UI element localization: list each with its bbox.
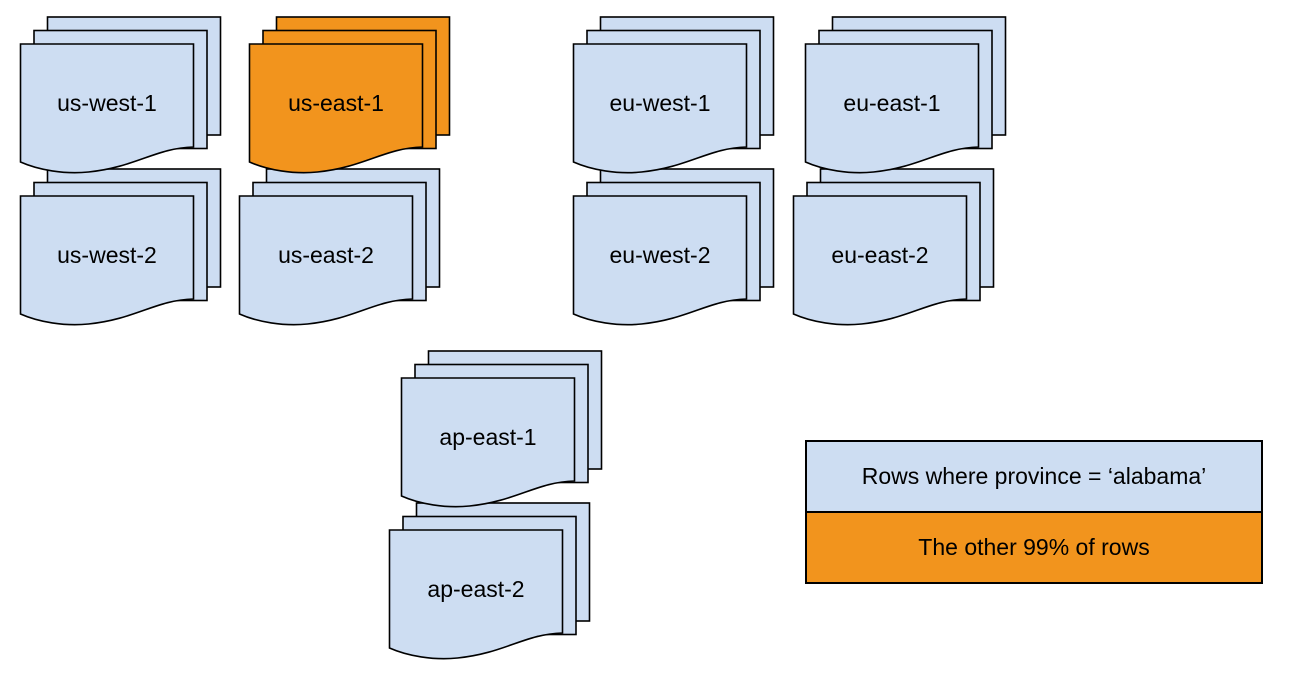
doc-stack-ap-east-1: ap-east-1 — [400, 350, 603, 512]
region-label: eu-east-1 — [843, 89, 941, 116]
doc-stack-eu-west-1: eu-west-1 — [572, 16, 775, 178]
region-label: eu-west-2 — [609, 241, 711, 268]
region-label: ap-east-1 — [439, 423, 537, 450]
doc-stack-eu-east-2: eu-east-2 — [792, 168, 995, 330]
region-label: eu-west-1 — [609, 89, 711, 116]
legend-label-alabama: Rows where province = ‘alabama’ — [861, 463, 1207, 489]
legend-row-alabama: Rows where province = ‘alabama’ — [807, 442, 1261, 511]
doc-stack-us-west-2: us-west-2 — [19, 168, 222, 330]
legend-row-other-rows: The other 99% of rows — [807, 511, 1261, 582]
doc-stack-eu-west-2: eu-west-2 — [572, 168, 775, 330]
region-label: us-east-1 — [288, 89, 384, 116]
region-label: us-west-2 — [57, 241, 157, 268]
doc-stack-eu-east-1: eu-east-1 — [804, 16, 1007, 178]
region-label: us-west-1 — [57, 89, 157, 116]
legend-label-other-rows: The other 99% of rows — [918, 534, 1150, 560]
region-label: eu-east-2 — [831, 241, 929, 268]
doc-stack-us-west-1: us-west-1 — [19, 16, 222, 178]
region-label: ap-east-2 — [427, 575, 525, 602]
doc-stack-us-east-1: us-east-1 — [248, 16, 451, 178]
doc-stack-ap-east-2: ap-east-2 — [388, 502, 591, 664]
doc-stack-us-east-2: us-east-2 — [238, 168, 441, 330]
legend: Rows where province = ‘alabama’ The othe… — [805, 440, 1263, 584]
region-label: us-east-2 — [278, 241, 374, 268]
